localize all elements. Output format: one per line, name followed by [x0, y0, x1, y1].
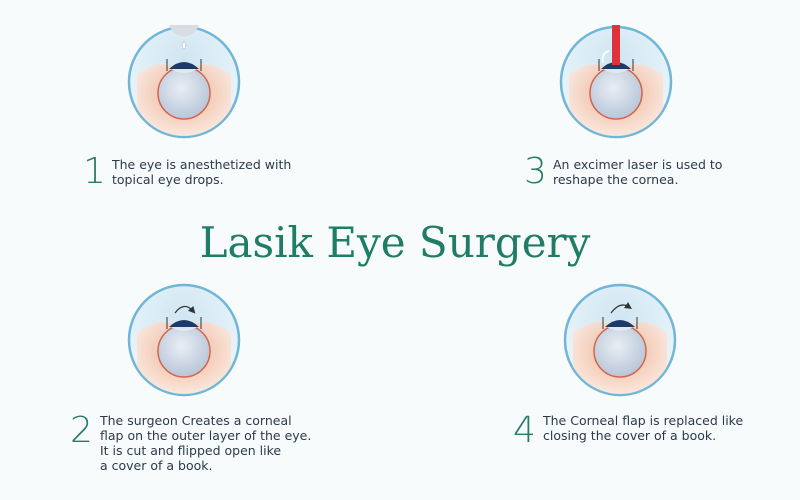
step-3-number: 3 [524, 151, 547, 192]
step-2-number: 2 [70, 410, 93, 451]
flap-close-arrow-illustration [563, 283, 677, 397]
step-1-text: The eye is anesthetized with topical eye… [112, 157, 292, 187]
laser-beam-icon [612, 25, 620, 65]
page-title: Lasik Eye Surgery [199, 218, 591, 267]
step-1-number: 1 [83, 151, 106, 192]
step-3-text: An excimer laser is used to reshape the … [553, 157, 723, 187]
step-4-text: The Corneal flap is replaced like closin… [543, 413, 744, 443]
flap-open-illustration [127, 283, 241, 397]
flap-open-arrow-icon [174, 305, 196, 314]
step-4-number: 4 [513, 410, 536, 451]
laser-illustration [559, 25, 673, 139]
drop-icon [181, 40, 187, 50]
flap-close-arrow-icon [610, 302, 632, 314]
step-2-text: The surgeon Creates a corneal flap on th… [100, 413, 312, 473]
dropper-icon [169, 25, 199, 37]
eye-drop-illustration [127, 25, 241, 139]
